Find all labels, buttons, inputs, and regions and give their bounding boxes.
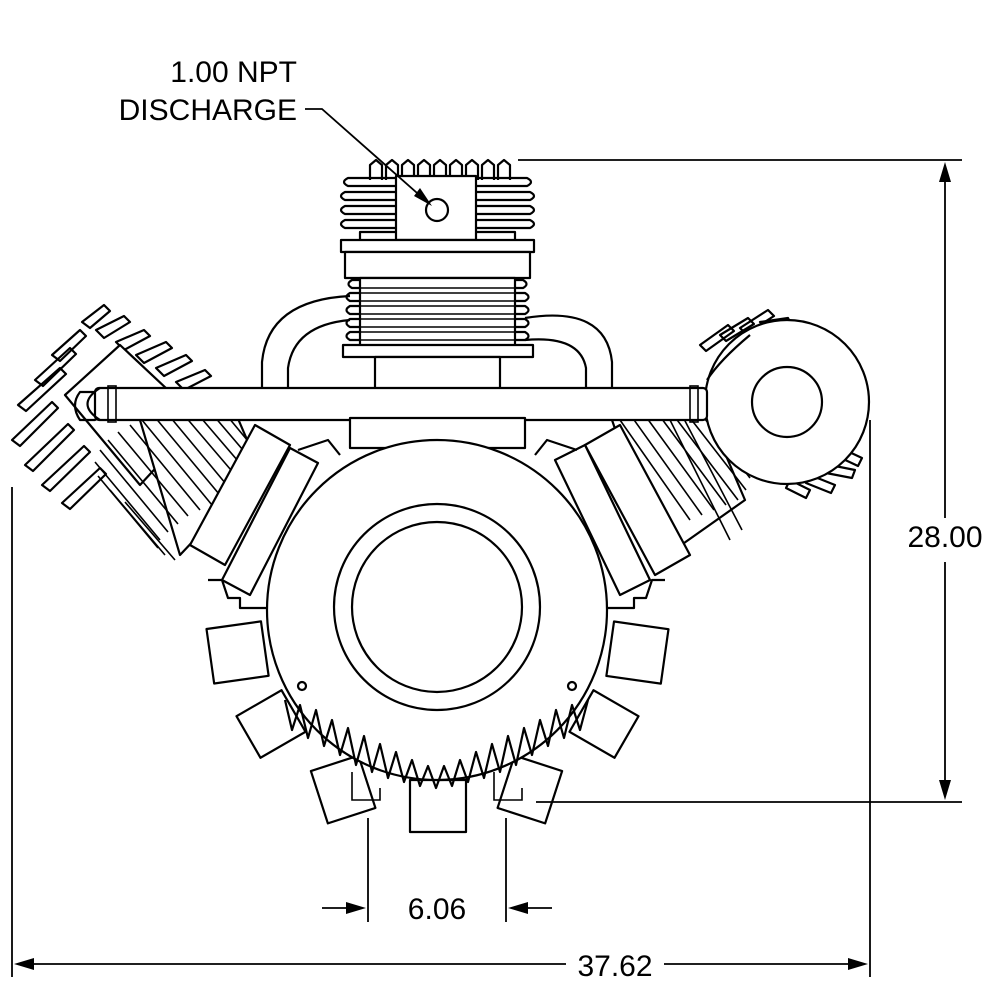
left-crank-flange xyxy=(220,446,320,597)
top-head-fins xyxy=(368,158,512,180)
head-flange xyxy=(339,238,536,254)
top-cylinder-barrel xyxy=(341,276,535,391)
discharge-leader-arrow xyxy=(414,188,432,206)
crankcase-bolt-left xyxy=(296,680,308,692)
width-arrow-left xyxy=(14,958,34,970)
width-arrow-right xyxy=(848,958,868,970)
spacing-arrow-right xyxy=(508,902,528,914)
crankcase-bolt-right xyxy=(566,680,578,692)
right-head-disk xyxy=(703,318,871,486)
crankcase-bore-icon xyxy=(350,520,524,694)
left-head-fins xyxy=(10,303,213,511)
left-barrel-flange xyxy=(188,423,292,567)
crankcase xyxy=(265,416,609,801)
height-dimension-label: 28.00 xyxy=(907,521,982,554)
right-head-port-icon xyxy=(750,365,824,439)
intercooler-loop xyxy=(260,294,614,390)
left-cylinder xyxy=(10,303,320,610)
spacing-dimension-label: 6.06 xyxy=(408,893,466,926)
top-barrel-neck xyxy=(373,355,502,391)
top-cylinder-head xyxy=(339,158,536,280)
right-cylinder xyxy=(553,308,871,610)
left-tube-clamp xyxy=(107,385,117,423)
height-arrow-bottom xyxy=(939,780,951,800)
spacing-arrow-left xyxy=(346,902,366,914)
labels: 1.00 NPT DISCHARGE 28.00 37.62 6.06 xyxy=(119,56,983,983)
discharge-port-icon xyxy=(424,197,450,223)
crankcase-housing xyxy=(265,438,609,782)
right-barrel-fins xyxy=(619,395,753,541)
top-head-left-fins xyxy=(339,176,395,240)
dimensions xyxy=(11,108,962,977)
crankcase-saw-fins xyxy=(283,699,590,801)
width-dimension-label: 37.62 xyxy=(577,950,652,983)
callout-line-2: DISCHARGE xyxy=(119,94,297,127)
top-barrel-base-flange xyxy=(341,343,535,359)
head-gasket xyxy=(343,250,532,280)
height-arrow-top xyxy=(939,162,951,182)
callout-line-1: 1.00 NPT xyxy=(170,56,297,89)
manifold-tube xyxy=(86,385,709,423)
discharge-leader-line xyxy=(305,108,426,201)
right-tube-clamp xyxy=(689,385,699,423)
crankcase-outer-ring xyxy=(332,502,542,712)
top-head-right-fins xyxy=(475,176,536,240)
right-barrel-flange xyxy=(583,423,692,577)
